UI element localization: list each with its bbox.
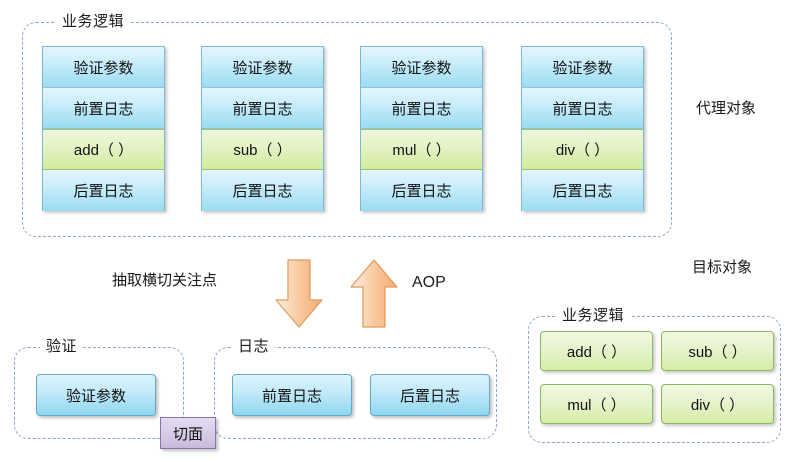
proxy-cell-before-log: 前置日志 — [361, 88, 482, 129]
proxy-cell-validate-params: 验证参数 — [522, 47, 643, 88]
proxy-object-label: 代理对象 — [696, 100, 757, 117]
proxy-cell-after-log: 后置日志 — [522, 170, 643, 211]
proxy-cell-validate-params: 验证参数 — [361, 47, 482, 88]
validation-aspect-group — [14, 347, 184, 439]
aspect-tag-label: 切面 — [160, 417, 216, 449]
proxy-cell-method-add: add（ ） — [43, 129, 164, 170]
proxy-method-stack-div: 验证参数 前置日志 div（ ） 后置日志 — [521, 46, 644, 211]
proxy-method-stack-sub: 验证参数 前置日志 sub（ ） 后置日志 — [201, 46, 324, 211]
aspect-box-before-log: 前置日志 — [232, 374, 352, 416]
target-method-add: add（ ） — [540, 331, 653, 371]
proxy-method-stack-mul: 验证参数 前置日志 mul（ ） 后置日志 — [360, 46, 483, 211]
target-object-label: 目标对象 — [692, 259, 753, 276]
target-business-logic-group — [528, 316, 781, 443]
target-method-div: div（ ） — [661, 384, 774, 424]
extract-crosscutting-label: 抽取横切关注点 — [112, 272, 218, 289]
aop-label: AOP — [412, 274, 446, 291]
proxy-cell-method-div: div（ ） — [522, 129, 643, 170]
proxy-cell-method-mul: mul（ ） — [361, 129, 482, 170]
proxy-cell-after-log: 后置日志 — [361, 170, 482, 211]
proxy-cell-after-log: 后置日志 — [43, 170, 164, 211]
validation-aspect-group-label: 验证 — [40, 338, 84, 356]
log-aspect-group-label: 日志 — [232, 338, 276, 356]
proxy-method-stack-add: 验证参数 前置日志 add（ ） 后置日志 — [42, 46, 165, 211]
proxy-cell-method-sub: sub（ ） — [202, 129, 323, 170]
aspect-box-validate-params: 验证参数 — [36, 374, 156, 416]
proxy-cell-before-log: 前置日志 — [522, 88, 643, 129]
target-method-mul: mul（ ） — [540, 384, 653, 424]
proxy-cell-validate-params: 验证参数 — [43, 47, 164, 88]
proxy-cell-validate-params: 验证参数 — [202, 47, 323, 88]
proxy-cell-before-log: 前置日志 — [43, 88, 164, 129]
log-aspect-group — [214, 347, 497, 439]
aspect-box-after-log: 后置日志 — [370, 374, 490, 416]
up-arrow-icon — [348, 258, 400, 330]
target-method-sub: sub（ ） — [661, 331, 774, 371]
down-arrow-icon — [273, 258, 325, 330]
proxy-cell-after-log: 后置日志 — [202, 170, 323, 211]
target-business-logic-group-label: 业务逻辑 — [556, 307, 631, 325]
proxy-business-logic-group — [22, 22, 672, 237]
proxy-cell-before-log: 前置日志 — [202, 88, 323, 129]
proxy-business-logic-group-label: 业务逻辑 — [56, 13, 131, 31]
